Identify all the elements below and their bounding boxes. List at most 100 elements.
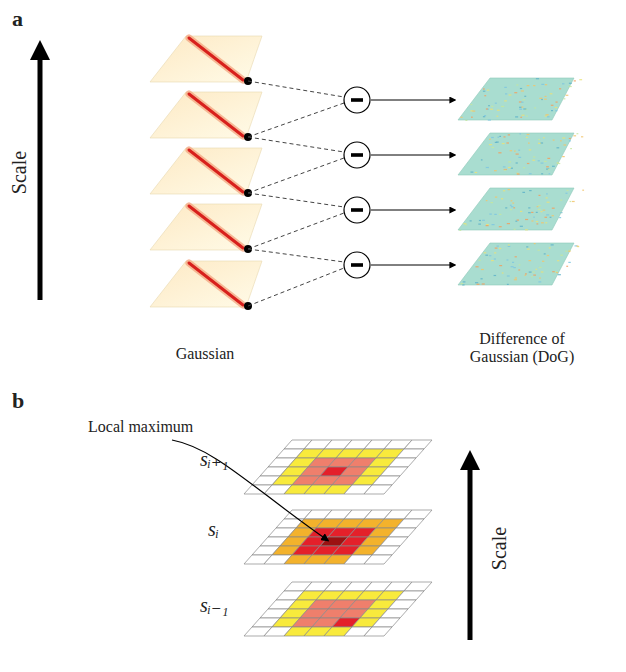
- dog-texture: [486, 225, 489, 226]
- dog-texture: [515, 221, 517, 222]
- dog-texture: [514, 151, 516, 152]
- dog-texture: [577, 246, 579, 247]
- dog-texture: [504, 170, 507, 171]
- dog-texture: [559, 88, 561, 89]
- dog-texture: [526, 116, 528, 117]
- scale-label: sᵢ₊₁: [200, 448, 228, 471]
- dog-texture: [552, 215, 554, 216]
- pixel-grid: [244, 510, 432, 564]
- dog-texture: [541, 99, 543, 100]
- dog-texture: [471, 117, 473, 118]
- dog-texture: [491, 147, 494, 148]
- dog-texture: [549, 173, 551, 174]
- gaussian-diagonal: [189, 150, 243, 192]
- dog-texture: [541, 271, 544, 272]
- minus-symbol: [351, 208, 363, 212]
- panel-letter: b: [12, 388, 24, 413]
- dog-plane: [458, 188, 574, 230]
- dog-texture: [514, 92, 517, 93]
- dog-texture: [566, 266, 568, 267]
- dashed-line: [248, 193, 344, 207]
- dog-texture: [538, 250, 540, 251]
- dog-texture: [567, 190, 569, 191]
- caption-label: Gaussian: [176, 345, 235, 363]
- dog-texture: [565, 251, 567, 252]
- dog-texture: [517, 174, 520, 175]
- dog-texture: [552, 208, 555, 209]
- dog-texture: [479, 220, 481, 221]
- dog-map: [458, 78, 582, 121]
- dog-texture: [510, 209, 512, 210]
- dog-texture: [483, 116, 485, 117]
- dog-texture: [476, 266, 479, 267]
- dog-texture: [504, 100, 507, 101]
- dog-texture: [495, 142, 498, 143]
- dog-texture: [562, 156, 565, 157]
- dog-texture: [564, 144, 567, 145]
- dog-texture: [539, 195, 541, 196]
- dog-texture: [471, 172, 474, 173]
- dog-texture: [508, 134, 510, 135]
- dog-texture: [507, 284, 509, 285]
- gaussian-plane: [150, 261, 262, 307]
- dog-texture: [518, 269, 520, 270]
- dog-texture: [531, 276, 533, 277]
- dog-map: [458, 133, 583, 175]
- dog-texture: [461, 117, 463, 118]
- dog-texture: [519, 264, 521, 265]
- dog-texture: [556, 102, 558, 103]
- dog-texture: [549, 247, 551, 248]
- gaussian-plane: [150, 36, 262, 82]
- dog-texture: [518, 150, 520, 151]
- dog-texture: [465, 224, 468, 225]
- grid-cell: [364, 555, 392, 564]
- dog-texture: [475, 172, 477, 173]
- arrow: [371, 210, 455, 211]
- dog-texture: [545, 84, 547, 85]
- dog-texture: [547, 116, 550, 117]
- dog-texture: [553, 140, 555, 141]
- pixel-grid: [244, 440, 432, 494]
- dog-texture: [518, 157, 521, 158]
- dog-texture: [520, 226, 523, 227]
- dog-texture: [516, 154, 519, 155]
- dog-texture: [504, 169, 507, 170]
- dog-texture: [541, 211, 543, 212]
- dog-texture: [538, 281, 541, 282]
- dog-texture: [569, 250, 571, 251]
- dog-texture: [490, 202, 493, 203]
- dog-texture: [487, 109, 489, 110]
- gaussian-diagonal: [189, 94, 243, 136]
- dog-texture: [533, 272, 536, 273]
- dog-texture: [544, 99, 547, 100]
- dog-texture: [560, 212, 563, 213]
- dog-texture: [481, 159, 483, 160]
- dog-texture: [569, 140, 571, 141]
- dog-texture: [579, 79, 582, 80]
- dog-texture: [529, 173, 532, 174]
- dog-texture: [531, 212, 533, 213]
- dog-texture: [482, 283, 485, 284]
- dog-texture: [497, 110, 500, 111]
- scale-label: sᵢ: [208, 518, 219, 541]
- dog-texture: [551, 244, 554, 245]
- dog-texture: [536, 212, 538, 213]
- dog-texture: [515, 116, 518, 117]
- dog-texture: [499, 136, 501, 137]
- dog-texture: [520, 117, 522, 118]
- dog-texture: [489, 214, 492, 215]
- dashed-line: [248, 81, 344, 97]
- dog-texture: [568, 262, 570, 263]
- dog-texture: [503, 166, 506, 167]
- dog-texture: [555, 271, 558, 272]
- grid-cell: [388, 458, 416, 467]
- dog-texture: [516, 162, 518, 163]
- dog-map: [458, 243, 579, 286]
- pixel-grid: [244, 582, 432, 636]
- dog-texture: [506, 142, 509, 143]
- dog-texture: [562, 83, 564, 84]
- dog-texture: [545, 222, 547, 223]
- dog-texture: [546, 166, 549, 167]
- minus-circle: [344, 142, 370, 168]
- dog-texture: [488, 119, 491, 120]
